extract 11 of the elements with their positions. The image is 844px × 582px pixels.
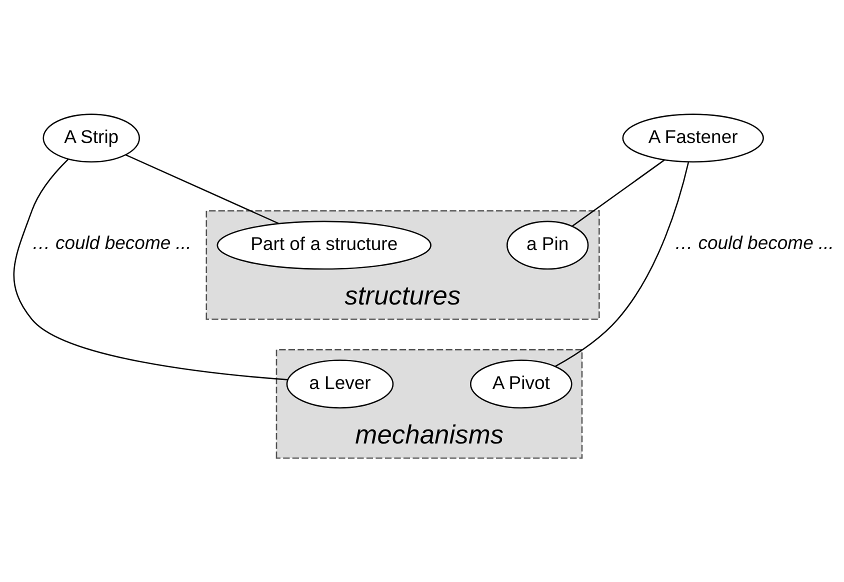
node-ellipse: a Pin — [506, 220, 589, 270]
edge-label: … could become ... — [32, 231, 192, 252]
node-ellipse: a Lever — [286, 359, 394, 408]
connector — [572, 159, 665, 226]
node-ellipse: A Fastener — [622, 113, 764, 162]
node-ellipse: A Pivot — [470, 359, 572, 408]
connector — [13, 158, 288, 380]
node-ellipse: A Strip — [42, 113, 140, 162]
edge-label: … could become ... — [674, 231, 834, 252]
node-ellipse: Part of a structure — [216, 220, 432, 270]
connector — [555, 162, 690, 366]
